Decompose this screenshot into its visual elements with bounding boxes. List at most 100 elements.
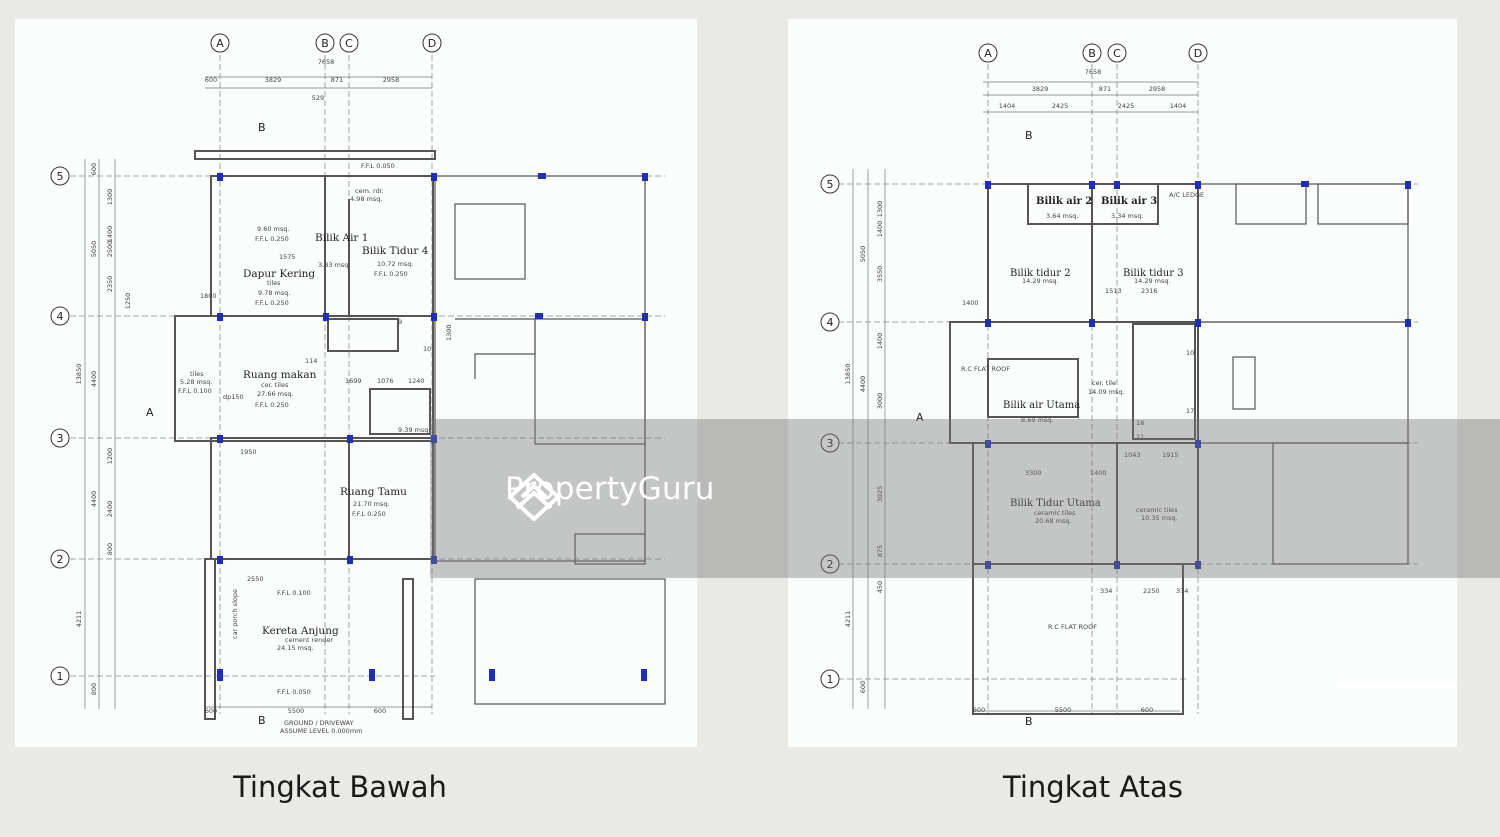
svg-text:10: 10 — [1186, 349, 1194, 357]
svg-text:7658: 7658 — [1085, 68, 1102, 76]
grid-col-b: B — [1088, 47, 1096, 60]
svg-text:5500: 5500 — [288, 707, 305, 715]
svg-text:4.98 msq.: 4.98 msq. — [350, 195, 382, 203]
grid-row-2: 2 — [57, 553, 64, 566]
room-detail-labels: tiles 9.78 msq. F.F.L 0.250 3.83 msq. 10… — [178, 162, 453, 735]
svg-text:1400: 1400 — [1090, 469, 1107, 477]
ground-floor-drawing: A B C D 5 4 3 2 1 B A B 7658 600 3829 87… — [50, 33, 666, 735]
svg-text:2500: 2500 — [106, 241, 114, 258]
grid-row-3: 3 — [57, 432, 64, 445]
room-bilik-tidur-3: Bilik tidur 3 — [1123, 268, 1184, 279]
svg-text:600: 600 — [973, 706, 985, 714]
svg-text:5500: 5500 — [1055, 706, 1072, 714]
svg-text:600: 600 — [205, 76, 217, 84]
svg-text:ceramic tiles: ceramic tiles — [1034, 509, 1076, 517]
section-marker-b-top: B — [1025, 129, 1033, 142]
svg-text:cer. tiles: cer. tiles — [261, 381, 289, 389]
section-markers: B A B — [146, 121, 266, 727]
svg-text:9.78 msq.: 9.78 msq. — [258, 289, 290, 297]
grid-lines — [70, 55, 665, 714]
svg-text:21.70 msq.: 21.70 msq. — [353, 500, 390, 508]
svg-text:10: 10 — [423, 345, 431, 353]
svg-text:1699: 1699 — [345, 377, 362, 385]
svg-text:10.35 msq.: 10.35 msq. — [1141, 514, 1178, 522]
svg-text:F.F.L 0.250: F.F.L 0.250 — [255, 235, 289, 243]
svg-text:2425: 2425 — [1052, 102, 1069, 110]
svg-text:450: 450 — [876, 581, 884, 593]
grid-row-3: 3 — [827, 437, 834, 450]
svg-text:9: 9 — [398, 318, 402, 326]
ground-floor-plan: A B C D 5 4 3 2 1 B A B 7658 600 3829 87… — [15, 19, 697, 747]
svg-text:14.09 msq.: 14.09 msq. — [1088, 388, 1125, 396]
svg-text:13850: 13850 — [75, 364, 83, 385]
svg-text:F.F.L 0.250: F.F.L 0.250 — [374, 270, 408, 278]
room-bilik-tidur-4: Bilik Tidur 4 — [362, 245, 429, 257]
svg-text:1404: 1404 — [1170, 102, 1187, 110]
grid-row-5: 5 — [57, 170, 64, 183]
room-ruang-tamu: Ruang Tamu — [340, 486, 407, 498]
grid-col-b: B — [321, 37, 329, 50]
svg-text:600: 600 — [205, 707, 217, 715]
room-labels: Dapur Kering Bilik Air 1 Bilik Tidur 4 R… — [243, 232, 429, 637]
svg-text:R.C FLAT ROOF: R.C FLAT ROOF — [1048, 623, 1097, 631]
svg-text:dp150: dp150 — [223, 393, 244, 401]
svg-text:14.29 msq.: 14.29 msq. — [1022, 277, 1059, 285]
svg-text:1513: 1513 — [1105, 287, 1122, 295]
room-bilik-air-3: Bilik air 3 — [1101, 196, 1157, 207]
svg-text:18: 18 — [1136, 419, 1144, 427]
svg-text:600: 600 — [90, 163, 98, 175]
svg-text:cement render: cement render — [285, 636, 333, 644]
svg-text:1300: 1300 — [876, 201, 884, 218]
svg-text:cem. rdr.: cem. rdr. — [355, 187, 384, 195]
grid-bubbles — [50, 33, 442, 686]
dimension-labels: 7658 600 3829 871 2958 529 600 5500 600 … — [75, 58, 399, 715]
svg-text:2250: 2250 — [1143, 587, 1160, 595]
section-marker-b-bottom: B — [1025, 715, 1033, 728]
svg-text:800: 800 — [106, 543, 114, 555]
grid-col-d: D — [1194, 47, 1202, 60]
svg-text:1404: 1404 — [999, 102, 1016, 110]
svg-text:3300: 3300 — [1025, 469, 1042, 477]
svg-text:tiles: tiles — [267, 279, 281, 287]
grid-bubble-labels: A B C D 5 4 3 2 1 — [827, 47, 1203, 686]
svg-text:F.F.L 0.100: F.F.L 0.100 — [277, 589, 311, 597]
watermark-band — [430, 419, 1500, 578]
svg-text:1076: 1076 — [377, 377, 394, 385]
room-dapur-kering: Dapur Kering — [243, 268, 315, 280]
column-markers — [217, 173, 648, 681]
svg-text:A/C LEDGE: A/C LEDGE — [1169, 191, 1204, 199]
svg-text:GROUND / DRIVEWAY: GROUND / DRIVEWAY — [284, 719, 354, 727]
grid-col-d: D — [428, 37, 436, 50]
grid-row-4: 4 — [57, 310, 64, 323]
svg-text:9.39 msq.: 9.39 msq. — [398, 426, 430, 434]
svg-text:2350: 2350 — [106, 276, 114, 293]
svg-text:F.F.L 0.250: F.F.L 0.250 — [352, 510, 386, 518]
svg-text:800: 800 — [90, 683, 98, 695]
svg-text:1300: 1300 — [445, 324, 453, 341]
svg-text:10.72 msq.: 10.72 msq. — [377, 260, 414, 268]
svg-text:875: 875 — [876, 545, 884, 557]
section-marker-b-bottom: B — [258, 714, 266, 727]
svg-text:1400: 1400 — [106, 226, 114, 243]
svg-text:1915: 1915 — [1162, 451, 1179, 459]
svg-text:3550: 3550 — [876, 266, 884, 283]
grid-col-a: A — [984, 47, 992, 60]
caption-first-floor: Tingkat Atas — [1003, 770, 1183, 804]
svg-text:5050: 5050 — [90, 241, 98, 258]
svg-text:529: 529 — [312, 94, 324, 102]
svg-text:2400: 2400 — [106, 501, 114, 518]
first-floor-plan: A B C D 5 4 3 2 1 B A B 7658 3829 871 29… — [788, 19, 1457, 747]
propertyguru-watermark: PropertyGuru — [505, 471, 715, 521]
svg-text:tiles: tiles — [190, 370, 204, 378]
section-marker-a: A — [146, 406, 154, 419]
section-markers: B A B — [916, 129, 1033, 728]
grid-row-5: 5 — [827, 178, 834, 191]
svg-text:ceramic tiles: ceramic tiles — [1136, 506, 1178, 514]
svg-text:14.29 msq.: 14.29 msq. — [1134, 277, 1171, 285]
walls — [174, 150, 436, 720]
svg-text:F.F.L 0.050: F.F.L 0.050 — [361, 162, 395, 170]
svg-text:car porch slope: car porch slope — [231, 589, 239, 639]
svg-text:1043: 1043 — [1124, 451, 1141, 459]
svg-text:ASSUME LEVEL 0.000mm: ASSUME LEVEL 0.000mm — [280, 727, 362, 735]
propertyguru-logo-icon — [508, 473, 560, 521]
